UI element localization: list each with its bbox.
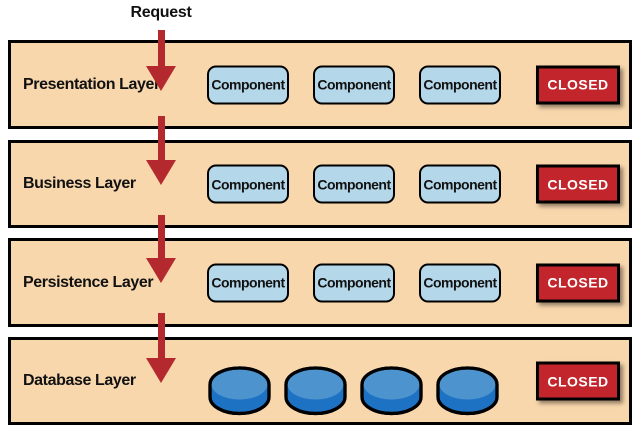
- layer-label: Presentation Layer: [23, 75, 160, 93]
- closed-badge: CLOSED: [536, 164, 620, 204]
- database-cylinder-icon: [284, 366, 347, 416]
- layer-label: Persistence Layer: [23, 273, 154, 291]
- component-box: Component: [419, 65, 501, 104]
- database-cylinder-icon: [436, 366, 499, 416]
- arrow-line: [158, 313, 165, 359]
- presentation-layer-band: Presentation Layer Component Component C…: [8, 40, 632, 129]
- components-row: Component Component Component: [207, 164, 501, 204]
- closed-badge: CLOSED: [536, 361, 620, 401]
- database-cylinder-icon: [208, 366, 271, 416]
- component-box: Component: [207, 164, 289, 204]
- components-row: Component Component Component: [207, 263, 501, 302]
- component-box: Component: [313, 263, 395, 302]
- component-box: Component: [313, 164, 395, 204]
- component-box: Component: [419, 263, 501, 302]
- layer-label: Database Layer: [23, 372, 136, 389]
- request-label: Request: [130, 4, 192, 21]
- persistence-layer-band: Persistence Layer Component Component Co…: [8, 238, 632, 327]
- databases-row: [208, 362, 499, 420]
- arrow-down-icon: [146, 258, 176, 283]
- database-layer-band: Database Layer CLOSED: [8, 337, 632, 425]
- arrow-down-icon: [146, 358, 176, 383]
- closed-badge: CLOSED: [536, 263, 620, 302]
- closed-badge: CLOSED: [536, 65, 620, 104]
- component-box: Component: [207, 263, 289, 302]
- business-layer-band: Business Layer Component Component Compo…: [8, 140, 632, 228]
- arrow-line: [158, 30, 165, 67]
- arrow-down-icon: [146, 160, 176, 185]
- arrow-line: [158, 215, 165, 259]
- arrow-line: [158, 116, 165, 161]
- component-box: Component: [207, 65, 289, 104]
- component-box: Component: [313, 65, 395, 104]
- component-box: Component: [419, 164, 501, 204]
- components-row: Component Component Component: [207, 65, 501, 104]
- arrow-down-icon: [146, 66, 176, 91]
- database-cylinder-icon: [360, 366, 423, 416]
- layer-label: Business Layer: [23, 175, 136, 192]
